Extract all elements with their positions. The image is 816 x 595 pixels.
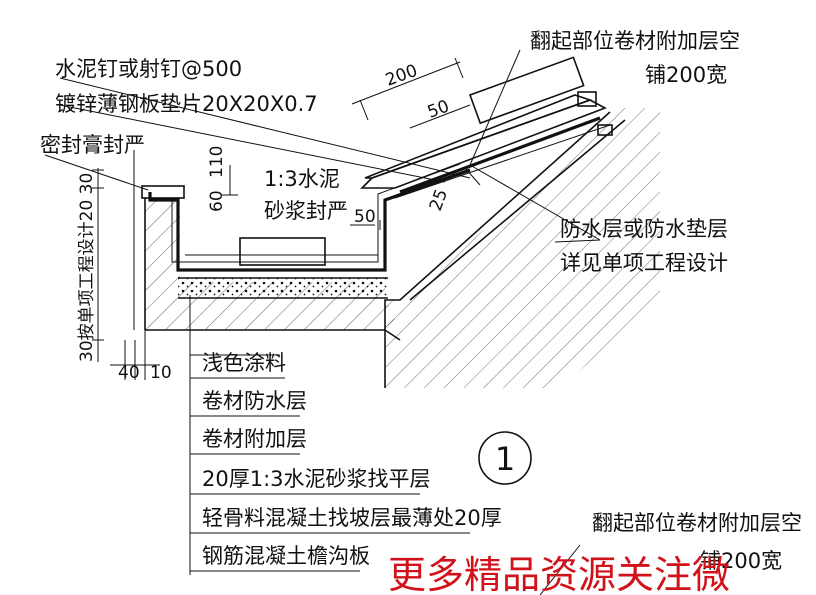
dim-110: 110 [207,146,227,178]
waterproof-label-1: 防水层或防水垫层 [560,217,728,241]
layer-label: 钢筋混凝土檐沟板 [202,544,370,568]
nail-label: 水泥钉或射钉@500 [55,57,242,81]
leader-lines [44,49,601,595]
upturn-label-2: 铺200宽 [645,63,727,87]
layer-label: 轻骨料混凝土找坡层最薄处20厚 [202,506,502,530]
layer-label: 浅色涂料 [202,351,286,375]
layer-label: 卷材防水层 [202,389,307,413]
dim-50-mid: 50 [354,207,376,227]
sealant-label: 密封膏封严 [40,133,145,157]
dim-60: 60 [207,190,227,212]
detail-callout-circle [478,431,532,485]
dim-40: 40 [118,363,140,383]
roof-slab [384,108,660,388]
left-dimension [92,150,160,380]
waterproof-label-2: 详见单项工程设计 [560,251,728,275]
gutter-wall [141,163,471,341]
detail-callout-number: 1 [495,440,515,478]
dim-25: 25 [426,187,452,214]
washer-label: 镀锌薄钢板垫片20X20X0.7 [55,92,318,116]
mortar-label-2: 砂浆封严 [264,199,348,223]
dim-50-top: 50 [425,97,452,123]
dim-10: 10 [150,363,172,383]
mortar-label-1: 1:3水泥 [264,167,340,191]
upturn-label-1: 翻起部位卷材附加层空 [530,29,740,53]
bottom-upturn-label-2: 铺200宽 [700,549,782,573]
layer-label: 20厚1:3水泥砂浆找平层 [202,467,431,491]
vertical-dimension-note: 30按单项工程设计20 30 [77,173,97,362]
dim-200: 200 [383,61,420,91]
watermark-text: 更多精品资源关注微 [388,553,730,595]
layer-list: 浅色涂料 卷材防水层 卷材附加层 20厚1:3水泥砂浆找平层 轻骨料混凝土找坡层… [190,351,502,572]
bottom-upturn-label-1: 翻起部位卷材附加层空 [592,511,802,535]
layer-label: 卷材附加层 [202,427,307,451]
top-dimensions [222,57,471,226]
